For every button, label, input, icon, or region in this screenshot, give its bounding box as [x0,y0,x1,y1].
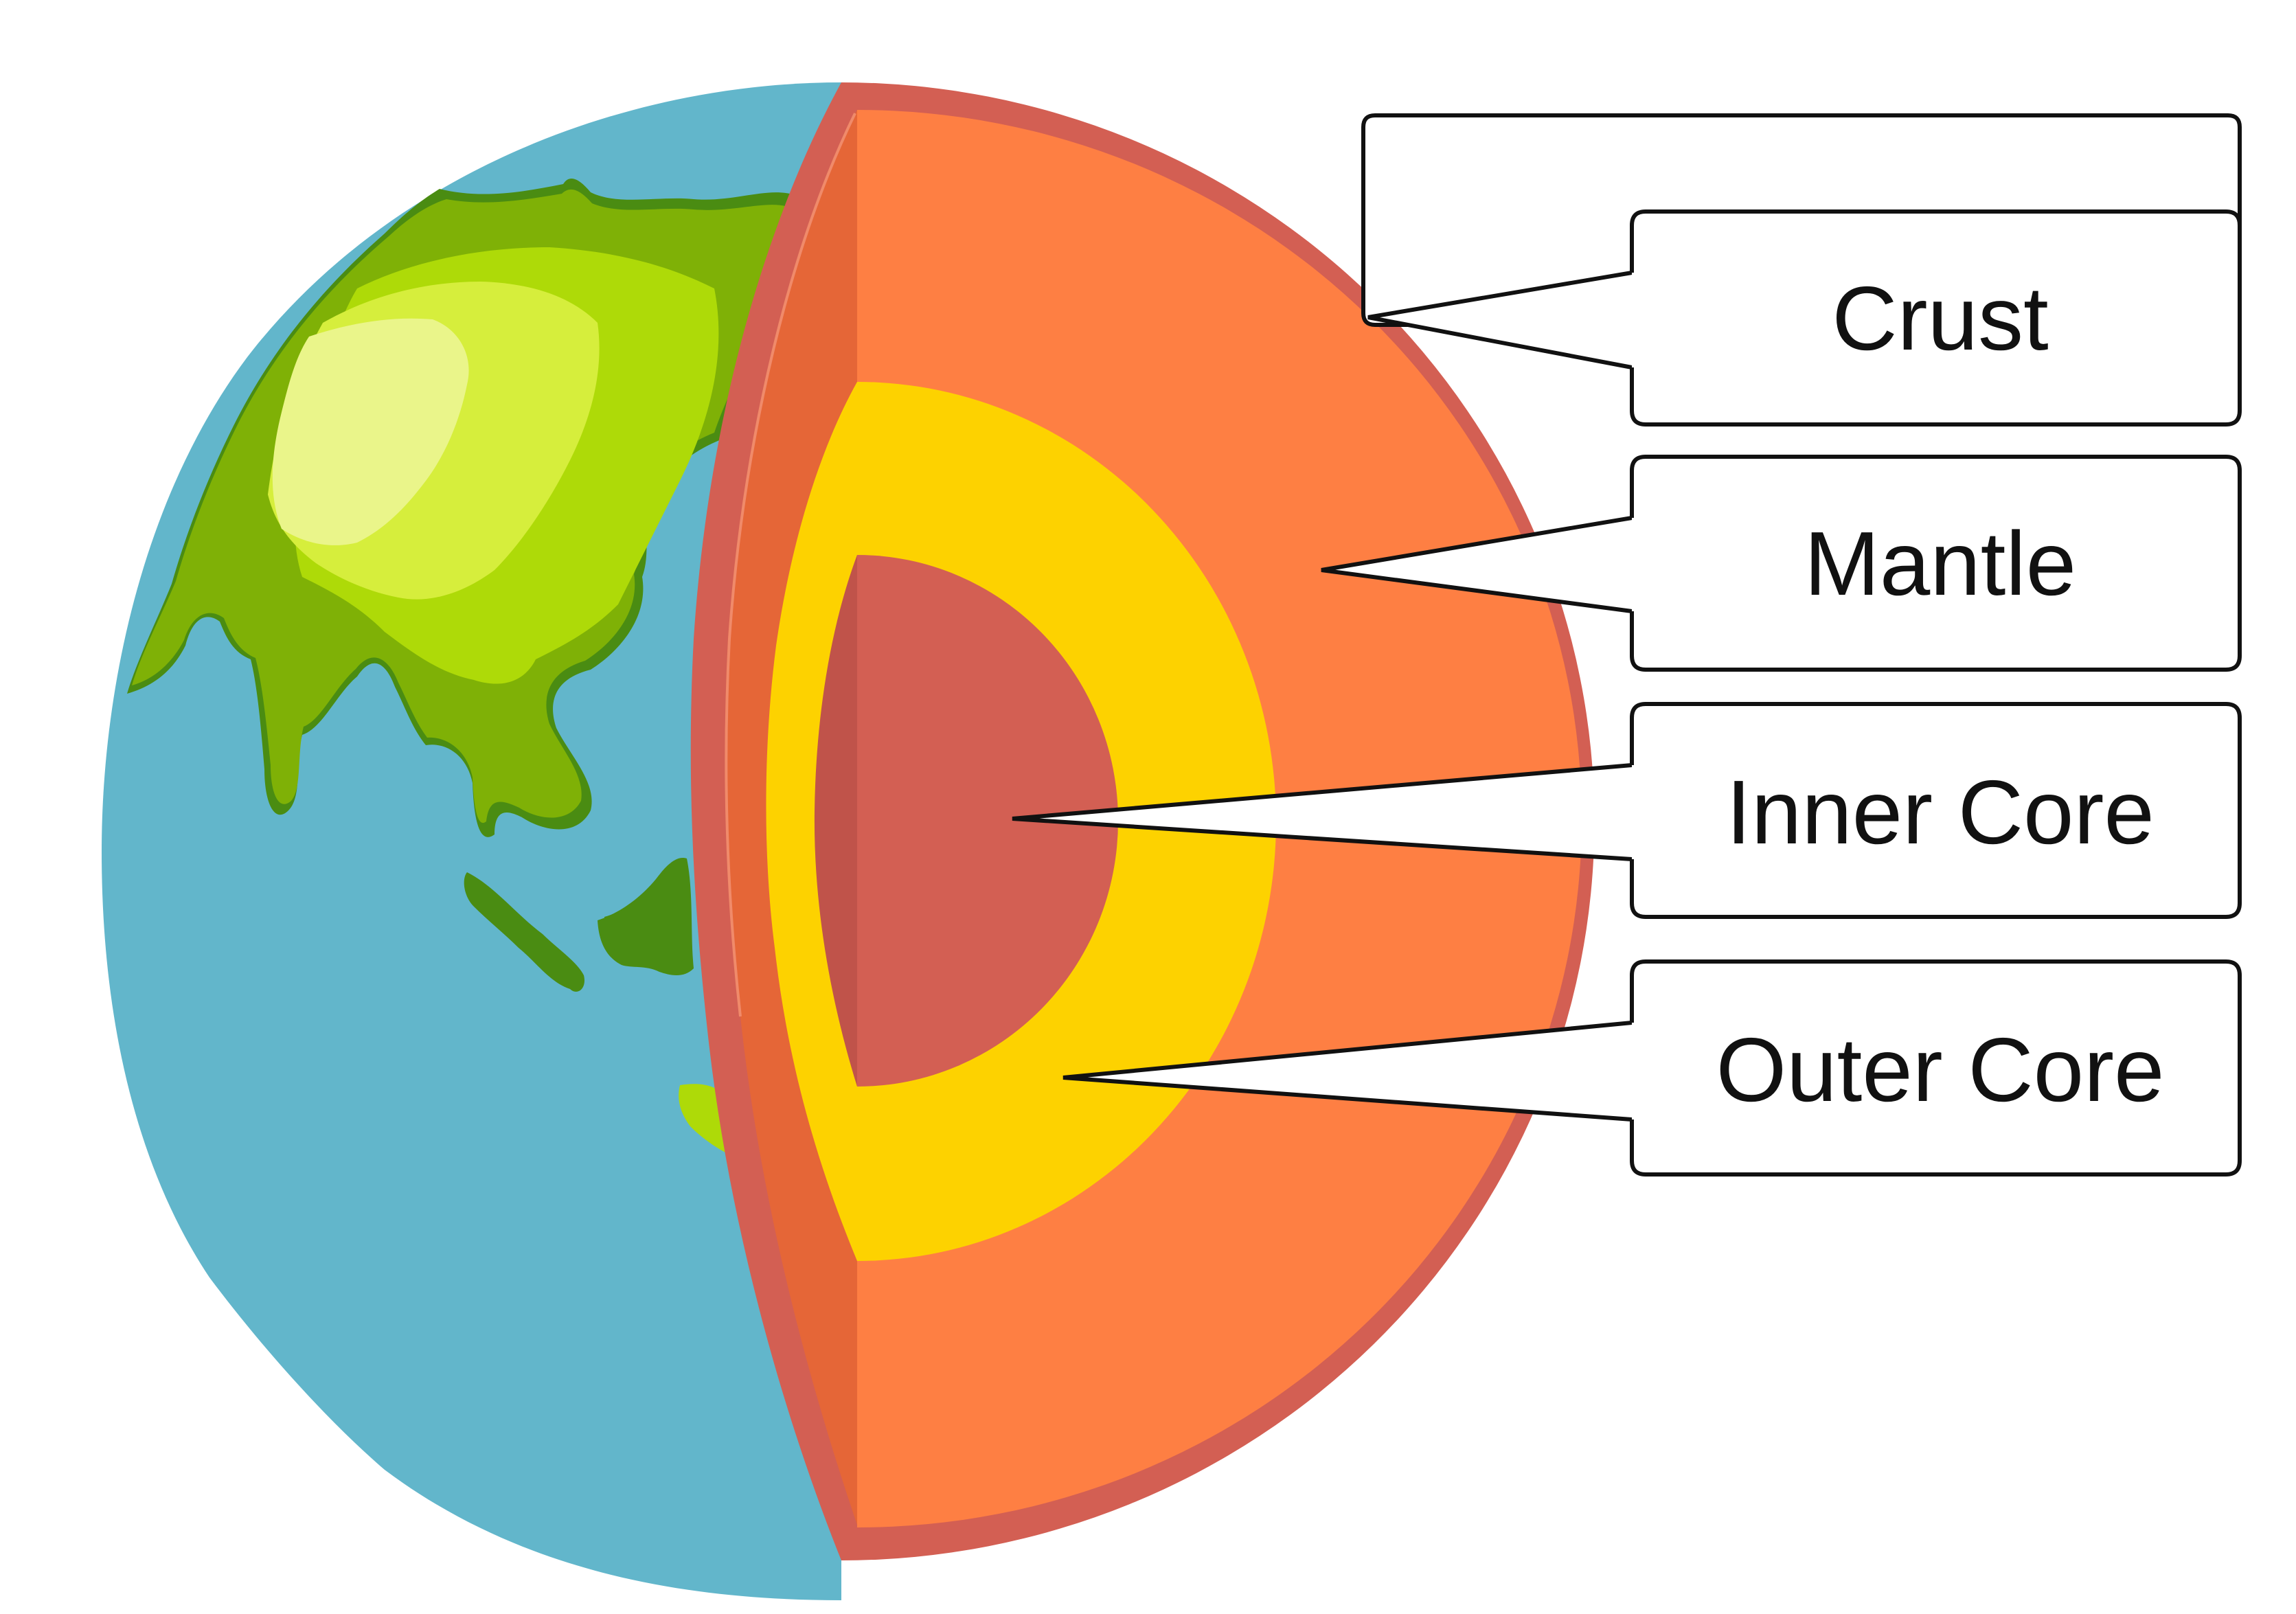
box-mantle [1630,455,2242,672]
mantle-label-text: Mantle [1804,513,2076,614]
callout-crust-pointer [1367,271,1633,370]
callout-boxes [1630,209,2242,1177]
outer-core-cut-face [766,382,857,1261]
crust-inner-line [725,113,856,1017]
island-new-guinea-top [604,865,685,964]
inner-core-label-text: Inner Core [1726,762,2155,863]
callout-outer-core-pointer [1062,1021,1633,1122]
island-australia-tip [679,1084,728,1154]
box-outer-core [1630,959,2242,1177]
inner-core-cut-face [814,555,857,1087]
box-crust [1630,209,2242,427]
inner-core-layer [857,555,1118,1087]
island-borneo [464,872,584,992]
box-inner-core [1630,702,2242,919]
outer-core-label-text: Outer Core [1716,1019,2165,1120]
continent-band-highlight [272,318,469,545]
callout-inner-core-pointer [1012,763,1633,861]
callout-mantle-pointer [1321,516,1633,613]
crust-label-text: Crust [1832,268,2048,369]
earth-globe [102,82,841,1600]
callout-texts: Crust Mantle Inner Core Outer Core [1716,268,2165,1120]
